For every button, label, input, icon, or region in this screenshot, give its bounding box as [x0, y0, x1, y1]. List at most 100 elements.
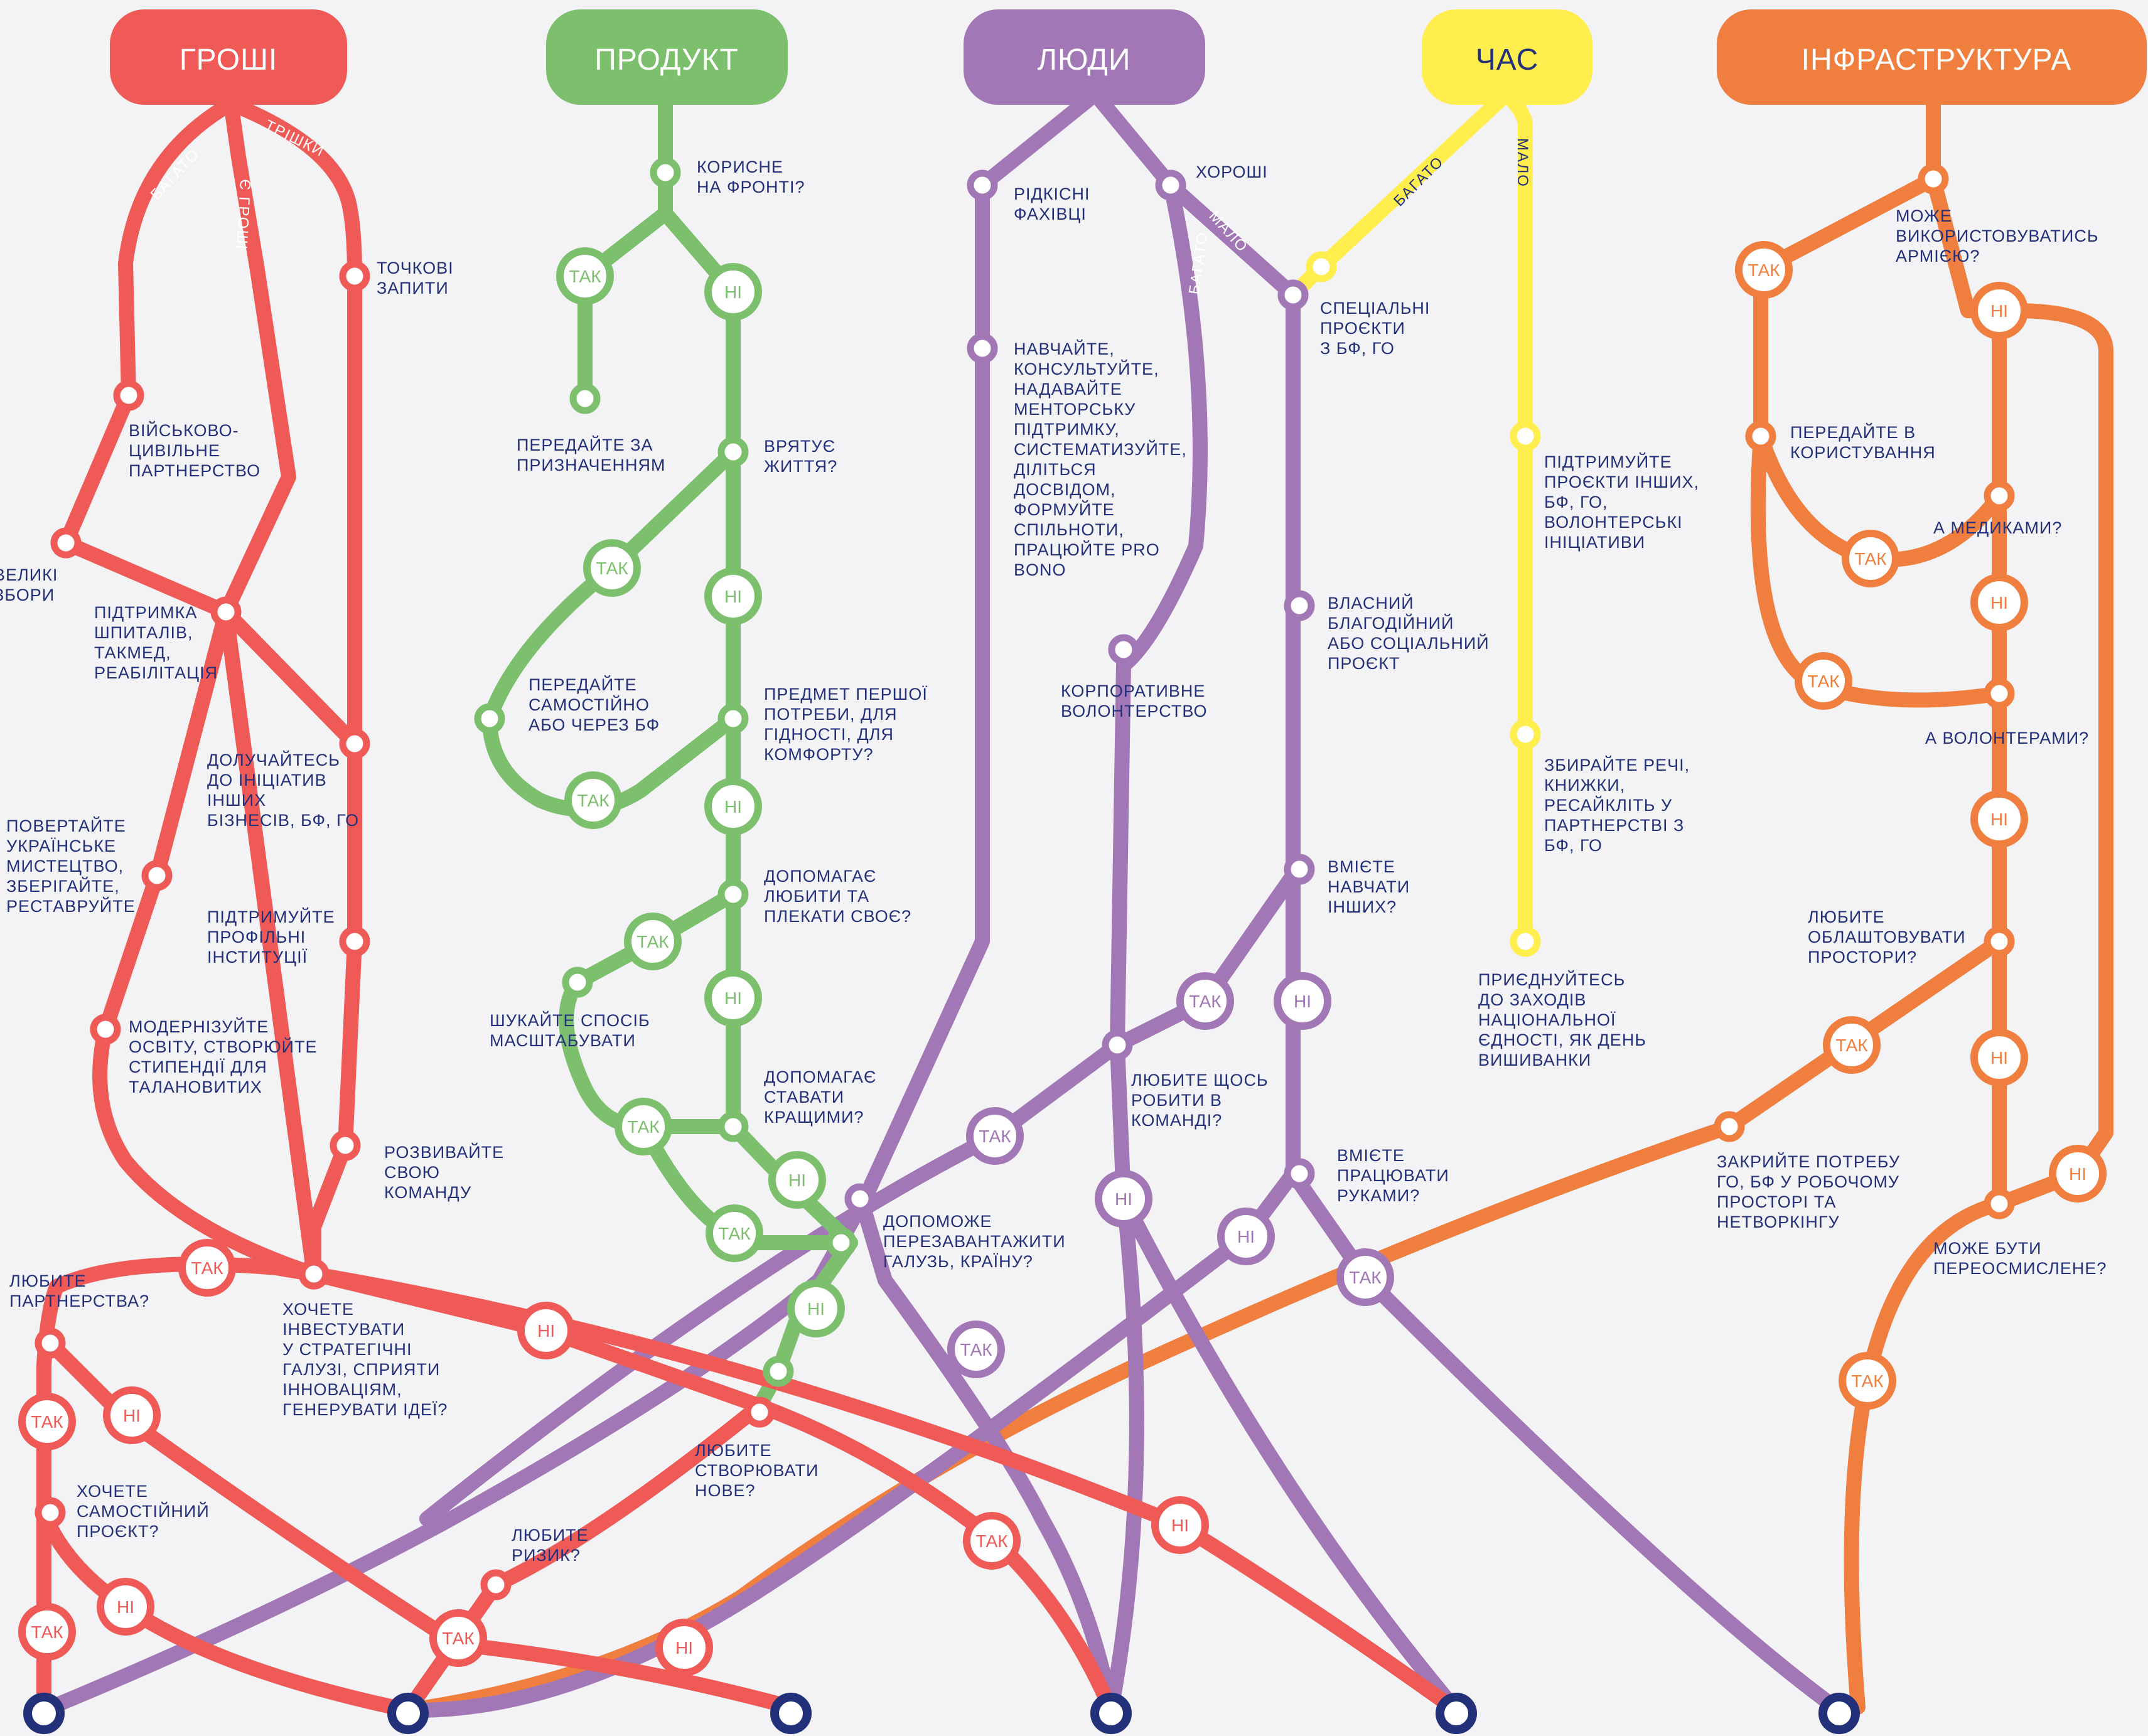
station-people[interactable]: [1284, 1158, 1315, 1189]
station-product[interactable]: [650, 157, 681, 188]
station-infra[interactable]: [1984, 1188, 2015, 1219]
header-time[interactable]: ЧАС: [1422, 9, 1592, 105]
terminal-station[interactable]: [387, 1693, 429, 1734]
terminal-station[interactable]: [1090, 1693, 1132, 1734]
station-time[interactable]: [1510, 719, 1541, 750]
answer-badge-tak[interactable]: ТАК: [178, 1239, 236, 1297]
station-product[interactable]: [562, 967, 593, 998]
answer-badge-tak[interactable]: ТАК: [1842, 530, 1899, 587]
station-money[interactable]: [210, 596, 242, 628]
answer-label: НІ: [1171, 1516, 1189, 1535]
answer-badge-ni[interactable]: НІ: [787, 1280, 845, 1337]
station-infra[interactable]: [1918, 163, 1949, 195]
answer-badge-ni[interactable]: НІ: [1970, 1029, 2028, 1086]
answer-badge-tak[interactable]: ТАК: [18, 1393, 76, 1450]
station-money[interactable]: [339, 728, 370, 759]
station-infra[interactable]: [1984, 678, 2015, 709]
header-infra[interactable]: ІНФРАСТРУКТУРА: [1717, 9, 2147, 105]
answer-badge-tak[interactable]: ТАК: [1735, 241, 1793, 299]
terminal-station[interactable]: [770, 1693, 812, 1734]
answer-badge-tak[interactable]: ТАК: [583, 539, 641, 597]
answer-badge-tak[interactable]: ТАК: [18, 1603, 76, 1661]
station-infra[interactable]: [1984, 480, 2015, 512]
station-money[interactable]: [35, 1497, 66, 1528]
station-infra[interactable]: [1984, 926, 2015, 957]
station-money[interactable]: [141, 860, 173, 891]
station-money[interactable]: [35, 1327, 66, 1359]
station-time[interactable]: [1306, 251, 1337, 282]
header-money[interactable]: ГРОШІ: [110, 9, 347, 105]
station-money[interactable]: [90, 1014, 121, 1045]
station-money[interactable]: [339, 926, 370, 957]
station-people[interactable]: [1284, 854, 1315, 885]
answer-badge-ni[interactable]: НІ: [1217, 1208, 1275, 1265]
answer-badge-ni[interactable]: НІ: [704, 567, 762, 625]
answer-badge-tak[interactable]: ТАК: [966, 1107, 1024, 1165]
answer-badge-ni[interactable]: НІ: [97, 1578, 154, 1636]
station-money[interactable]: [744, 1396, 775, 1428]
answer-badge-tak[interactable]: ТАК: [1839, 1352, 1896, 1410]
station-people[interactable]: [1102, 1029, 1133, 1061]
answer-badge-tak[interactable]: ТАК: [1176, 972, 1234, 1030]
terminal-station[interactable]: [1818, 1693, 1860, 1734]
station-time[interactable]: [1510, 926, 1541, 957]
station-infra[interactable]: [1745, 421, 1776, 452]
station-people[interactable]: [967, 169, 998, 201]
answer-badge-ni[interactable]: НІ: [1970, 574, 2028, 631]
answer-badge-ni[interactable]: НІ: [1970, 790, 2028, 848]
answer-badge-ni[interactable]: НІ: [1970, 282, 2028, 340]
terminal-station[interactable]: [1436, 1693, 1477, 1734]
answer-badge-tak[interactable]: ТАК: [615, 1098, 672, 1155]
answer-badge-tak[interactable]: ТАК: [1795, 652, 1852, 710]
station-product[interactable]: [717, 879, 749, 910]
station-infra[interactable]: [1714, 1111, 1745, 1142]
station-product[interactable]: [474, 703, 505, 734]
answer-badge-ni[interactable]: НІ: [1151, 1496, 1209, 1554]
answer-badge-ni[interactable]: НІ: [2049, 1145, 2107, 1203]
header-money-label: ГРОШІ: [180, 43, 278, 77]
answer-badge-tak[interactable]: ТАК: [706, 1204, 763, 1262]
answer-badge-tak[interactable]: ТАК: [429, 1609, 487, 1667]
answer-badge-ni[interactable]: НІ: [517, 1302, 575, 1359]
header-people[interactable]: ЛЮДИ: [964, 9, 1205, 105]
answer-badge-ni[interactable]: НІ: [704, 969, 762, 1027]
answer-badge-tak[interactable]: ТАК: [564, 771, 622, 829]
station-product[interactable]: [763, 1356, 794, 1387]
station-people[interactable]: [1155, 169, 1186, 201]
station-money[interactable]: [298, 1258, 330, 1290]
station-money[interactable]: [330, 1130, 361, 1161]
answer-badge-ni[interactable]: НІ: [704, 263, 762, 321]
header-product[interactable]: ПРОДУКТ: [546, 9, 788, 105]
answer-badge-ni[interactable]: НІ: [1095, 1170, 1152, 1228]
station-money[interactable]: [339, 260, 370, 292]
station-people[interactable]: [1284, 590, 1315, 621]
answer-badge-ni[interactable]: НІ: [704, 778, 762, 835]
answer-badge-ni[interactable]: НІ: [1274, 972, 1331, 1030]
station-money[interactable]: [113, 380, 144, 411]
answer-badge-ni[interactable]: НІ: [768, 1151, 826, 1209]
answer-badge-tak[interactable]: ТАК: [624, 913, 682, 970]
station-product[interactable]: [717, 436, 749, 468]
station-product[interactable]: [569, 383, 601, 414]
terminal-station[interactable]: [23, 1693, 65, 1734]
answer-badge-tak[interactable]: ТАК: [1336, 1248, 1394, 1306]
answer-badge-tak[interactable]: ТАК: [1823, 1016, 1881, 1074]
station-people[interactable]: [967, 333, 998, 364]
station-people[interactable]: [844, 1183, 876, 1214]
header-time-bg: [1422, 9, 1592, 105]
station-money[interactable]: [480, 1569, 512, 1600]
answer-badge-tak[interactable]: ТАК: [963, 1512, 1021, 1570]
answer-badge-tak[interactable]: ТАК: [556, 247, 614, 305]
station-people[interactable]: [1108, 634, 1139, 665]
station-product[interactable]: [825, 1227, 857, 1258]
station-time[interactable]: [1510, 421, 1541, 452]
station-money[interactable]: [50, 527, 82, 559]
station-people[interactable]: [1277, 279, 1309, 311]
answer-badge-ni[interactable]: НІ: [103, 1386, 161, 1444]
answer-badge-tak[interactable]: ТАК: [947, 1321, 1005, 1378]
answer-badge-ni[interactable]: НІ: [655, 1619, 713, 1676]
station-product[interactable]: [717, 1111, 749, 1142]
station-product[interactable]: [717, 703, 749, 734]
